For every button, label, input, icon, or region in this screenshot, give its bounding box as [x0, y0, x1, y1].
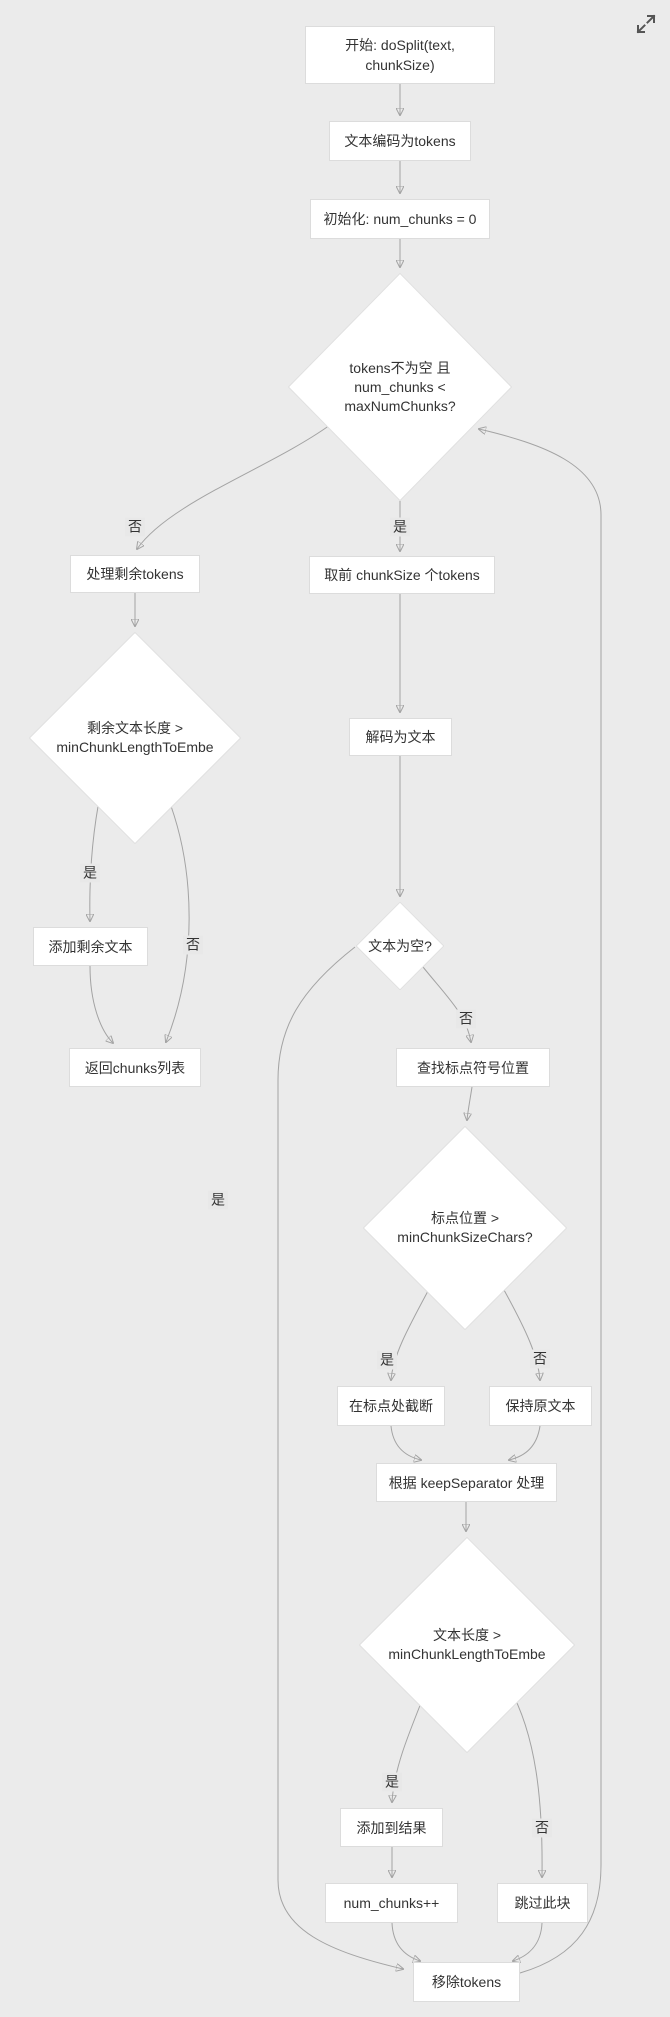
node-decode-text: 解码为文本: [349, 718, 452, 756]
node-init-numchunks: 初始化: num_chunks = 0: [310, 199, 490, 239]
node-init-label: 初始化: num_chunks = 0: [323, 211, 477, 227]
node-encode-tokens: 文本编码为tokens: [329, 121, 471, 161]
diamond-shape: [359, 1537, 575, 1753]
edge-condpunct-no-keeporiginal: [503, 1289, 540, 1380]
edge-label-remaining-yes: 是: [80, 863, 100, 883]
edge-truncate-keepseparator: [390, 1425, 421, 1460]
node-add-remaining-text: 添加剩余文本: [33, 927, 148, 966]
diamond-shape: [288, 273, 512, 501]
edge-label-empty-no: 否: [456, 1009, 476, 1029]
node-remove-tokens-label: 移除tokens: [431, 1974, 502, 1990]
decision-tokens-loop: tokens不为空 且 num_chunks < maxNumChunks?: [288, 273, 512, 501]
node-increment-chunks: num_chunks++: [325, 1883, 458, 1923]
edge-incchunks-removetokens: [391, 1922, 420, 1961]
node-start: 开始: doSplit(text, chunkSize): [305, 26, 495, 84]
decision-punct-position: 标点位置 > minChunkSizeChars?: [363, 1126, 567, 1330]
decision-text-length: 文本长度 > minChunkLengthToEmbe: [359, 1537, 575, 1753]
edge-condpunct-yes-truncate: [391, 1290, 429, 1380]
node-keep-original: 保持原文本: [489, 1386, 592, 1426]
edge-condremaining-no-returnchunks: [166, 805, 190, 1042]
edge-addremaining-returnchunks: [89, 965, 113, 1043]
node-take-tokens: 取前 chunkSize 个tokens: [309, 556, 495, 594]
node-return-chunks-label: 返回chunks列表: [84, 1059, 186, 1076]
decision-tokens-loop-label: tokens不为空 且 num_chunks < maxNumChunks?: [344, 359, 456, 414]
node-start-label: 开始: doSplit(text, chunkSize): [345, 37, 455, 73]
edge-findpunct-condpunct: [467, 1086, 473, 1120]
node-truncate-label: 在标点处截断: [349, 1398, 433, 1414]
node-encode-label: 文本编码为tokens: [344, 133, 456, 149]
edge-label-punct-yes: 是: [377, 1350, 397, 1370]
decision-remaining-length-label: 剩余文本长度 > minChunkLengthToEmbe: [56, 720, 214, 755]
edge-removetokens-loopback: [479, 429, 602, 1974]
node-handle-remaining-label: 处理剩余tokens: [86, 566, 184, 582]
node-keep-separator-label: 根据 keepSeparator 处理: [388, 1474, 545, 1491]
node-find-punctuation-label: 查找标点符号位置: [417, 1059, 529, 1076]
node-keep-original-label: 保持原文本: [505, 1398, 576, 1414]
expand-icon-glyph: [636, 14, 656, 34]
node-add-result: 添加到结果: [340, 1808, 443, 1847]
edge-skipchunk-removetokens: [513, 1922, 543, 1961]
diamond-shape: [356, 902, 444, 990]
edge-label-loop-no: 否: [125, 517, 145, 537]
edge-condempty-yes-removetokens: [277, 946, 403, 1969]
edge-label-len-no: 否: [532, 1818, 552, 1838]
decision-remaining-length: 剩余文本长度 > minChunkLengthToEmbe: [29, 632, 241, 844]
node-increment-chunks-label: num_chunks++: [343, 1895, 440, 1911]
node-handle-remaining: 处理剩余tokens: [70, 555, 200, 593]
node-truncate-at-punct: 在标点处截断: [337, 1386, 445, 1426]
edge-label-remaining-no: 否: [183, 935, 203, 955]
node-keep-separator: 根据 keepSeparator 处理: [376, 1463, 557, 1502]
node-take-tokens-label: 取前 chunkSize 个tokens: [324, 567, 480, 583]
node-decode-label: 解码为文本: [365, 729, 436, 745]
edge-condlen-no-skipchunk: [508, 1686, 542, 1877]
expand-icon[interactable]: [634, 12, 658, 36]
node-skip-chunk-label: 跳过此块: [514, 1895, 571, 1911]
edge-condloop-no-handleremaining: [137, 424, 331, 549]
node-remove-tokens: 移除tokens: [413, 1962, 520, 2002]
node-add-result-label: 添加到结果: [356, 1819, 427, 1836]
diamond-shape: [29, 632, 241, 844]
node-find-punctuation: 查找标点符号位置: [396, 1048, 550, 1087]
edge-label-loop-yes: 是: [390, 517, 410, 537]
edge-label-empty-yes: 是: [208, 1190, 228, 1210]
decision-punct-position-label: 标点位置 > minChunkSizeChars?: [397, 1210, 533, 1245]
decision-text-empty-label: 文本为空?: [368, 937, 432, 954]
edge-condempty-no-findpunct: [422, 966, 471, 1042]
node-return-chunks: 返回chunks列表: [69, 1048, 201, 1087]
diamond-shape: [363, 1126, 567, 1330]
edge-keeporiginal-keepseparator: [509, 1425, 541, 1460]
decision-text-length-label: 文本长度 > minChunkLengthToEmbe: [388, 1627, 546, 1662]
edge-label-len-yes: 是: [382, 1772, 402, 1792]
node-skip-chunk: 跳过此块: [497, 1883, 588, 1923]
edge-label-punct-no: 否: [530, 1349, 550, 1369]
node-add-remaining-label: 添加剩余文本: [48, 938, 133, 955]
decision-text-empty: 文本为空?: [356, 902, 444, 990]
